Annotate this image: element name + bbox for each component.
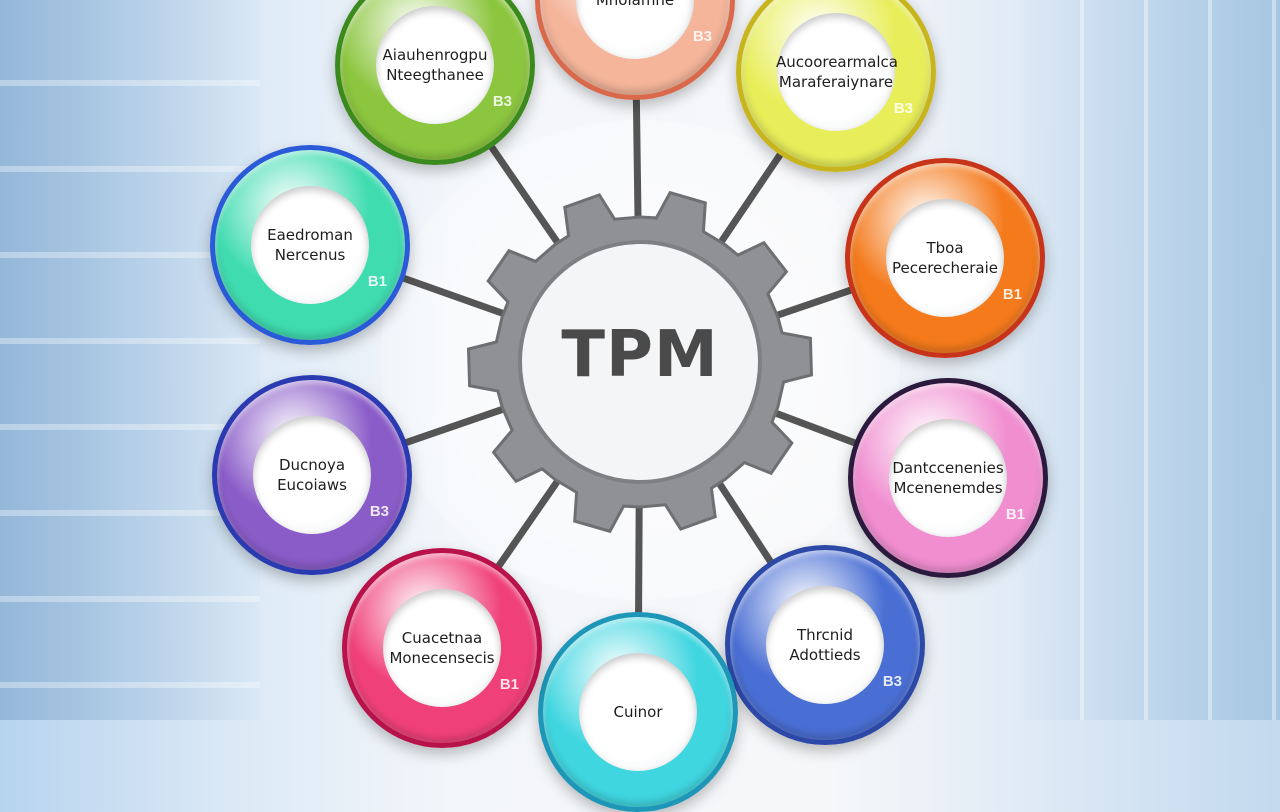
node-label-line1: Tboa [926, 239, 964, 257]
node-label-line1: Cuacetnaa [401, 629, 483, 647]
node-label-line2: Monecensecis [389, 649, 495, 667]
node-label-line1: Thrcnid [797, 626, 853, 644]
node-number: B3 [692, 28, 712, 45]
node-label-line1: Aucoorearmalca [776, 53, 898, 71]
node-label-line1: Aiauhenrogpu [382, 46, 488, 64]
node-center: Cuinor [579, 653, 697, 771]
node-label-line2: Pecerecheraie [891, 259, 999, 277]
gear-icon [466, 190, 814, 534]
node-label-line2: Adottieds [789, 646, 861, 664]
node-label-line2: Mnoiamne [595, 0, 675, 9]
node-label-line2: Mcenenemdes [893, 479, 1003, 497]
gear-center-disc [518, 240, 762, 484]
node-number: B3 [893, 100, 913, 117]
node-label-line1: Eaedroman [267, 226, 353, 244]
pillar-node-bottom: Cuinor [538, 612, 738, 812]
node-label-line2: Nercenus [274, 246, 346, 264]
tpm-title: TPM [561, 318, 719, 392]
node-number: B3 [882, 673, 902, 690]
node-label: Cuinor [579, 702, 697, 722]
node-number: B1 [1002, 286, 1022, 303]
node-number: B1 [367, 273, 387, 290]
node-label-line1: Dantccenenies [892, 459, 1004, 477]
node-label-line1: Ducnoya [278, 456, 346, 474]
node-number: B3 [369, 503, 389, 520]
node-center: Mnoiamne [576, 0, 694, 59]
node-label-line2: Eucoiaws [277, 476, 347, 494]
node-label: Mnoiamne [576, 0, 694, 10]
node-label-line2: Maraferaiynare [778, 73, 894, 91]
node-number: B1 [499, 676, 519, 693]
node-label-line1: Cuinor [613, 703, 663, 721]
node-label-line2: Nteegthanee [386, 66, 484, 84]
node-number: B1 [1005, 506, 1025, 523]
node-number: B3 [492, 93, 512, 110]
